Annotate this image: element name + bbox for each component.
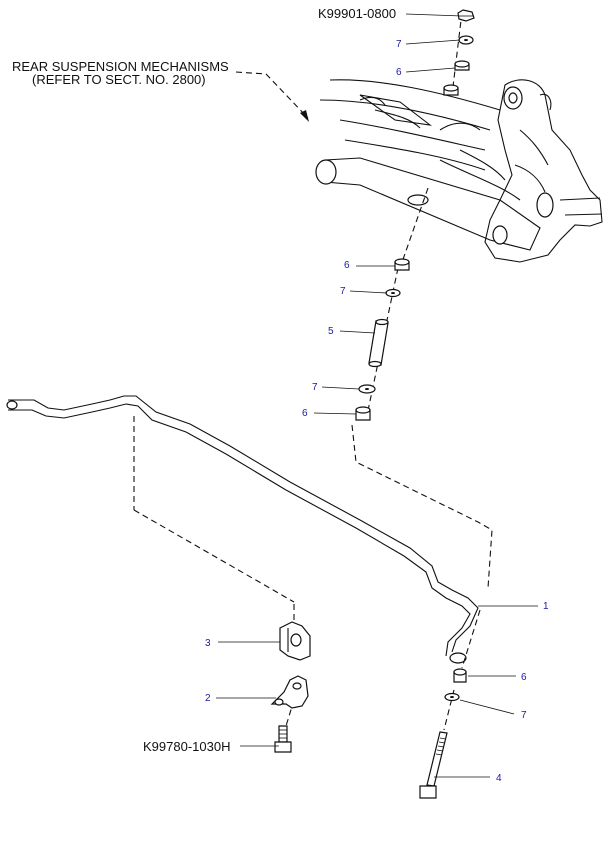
- callout-7-top: 7: [396, 39, 402, 50]
- callout-7-low: 7: [312, 382, 318, 393]
- axis-bar-end: [461, 609, 481, 669]
- reference-note-line-2: (REFER TO SECT. NO. 2800): [32, 72, 206, 87]
- nut-top: [457, 9, 475, 22]
- bushing-6-bar: [453, 668, 467, 683]
- mount-bushing-3: [279, 621, 311, 661]
- rear-knuckle-hub: [484, 79, 603, 263]
- callout-numbers: 7 6 6 7 5 7 6 1 3 6 2 7 4: [205, 39, 549, 784]
- callout-7-mid: 7: [340, 286, 346, 297]
- callout-6-mid: 6: [344, 260, 350, 271]
- callout-2: 2: [205, 693, 211, 704]
- reference-leader-line: [235, 71, 309, 119]
- mount-bracket-2: [270, 675, 309, 709]
- washer-7-top: [458, 35, 474, 45]
- spacer-tube-5: [368, 318, 389, 368]
- bushing-6-upper: [443, 84, 459, 96]
- callout-1: 1: [543, 601, 549, 612]
- part-number-top-nut: K99901-0800: [318, 6, 396, 21]
- reference-note-line-1: REAR SUSPENSION MECHANISMS: [12, 59, 229, 74]
- washer-7-bar: [444, 692, 460, 702]
- reference-arrow-head: [300, 110, 309, 122]
- bushing-6-low: [355, 406, 371, 421]
- part-number-bottom-bolt: K99780-1030H: [143, 739, 230, 754]
- callout-4: 4: [496, 773, 502, 784]
- leader-top-nut: [405, 13, 463, 17]
- bushing-6-top: [454, 60, 470, 71]
- axis-bar-to-bracket: [133, 509, 295, 603]
- bushing-6-mid: [394, 258, 410, 271]
- callout-3: 3: [205, 638, 211, 649]
- callout-leaders: [216, 39, 538, 778]
- washer-7-low: [358, 384, 376, 394]
- callout-6-bar: 6: [521, 672, 527, 683]
- callout-7-bar: 7: [521, 710, 527, 721]
- callout-6-top: 6: [396, 67, 402, 78]
- rear-suspension-arm: [315, 79, 541, 251]
- axis-link-upper: [399, 187, 429, 269]
- axis-bar-to-bolt: [443, 689, 455, 731]
- axis-link-to-bar: [351, 424, 493, 589]
- stabilizer-bar-1: [6, 395, 479, 664]
- callout-6-low: 6: [302, 408, 308, 419]
- callout-5: 5: [328, 326, 334, 337]
- link-bolt-4: [419, 731, 448, 799]
- bolt-left: [274, 725, 292, 753]
- washer-7-mid: [385, 288, 401, 298]
- axis-top-hardware: [451, 11, 463, 96]
